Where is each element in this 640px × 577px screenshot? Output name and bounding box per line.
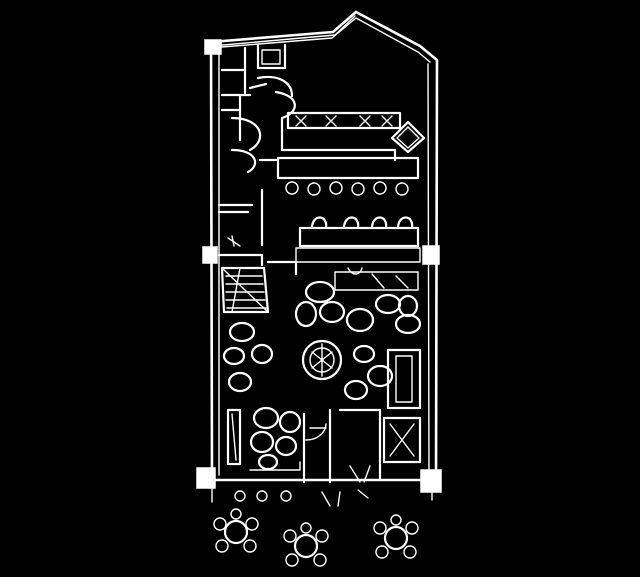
display-counter xyxy=(386,348,422,410)
building-outline xyxy=(209,10,439,482)
front-terrace xyxy=(211,479,433,507)
lower-booth xyxy=(226,406,302,471)
outdoor-tables xyxy=(213,508,419,567)
column-bottom-left xyxy=(196,467,216,489)
structural-columns xyxy=(196,39,442,493)
staircase xyxy=(220,266,270,314)
column-top-left xyxy=(204,39,222,55)
outdoor-table-3 xyxy=(373,514,419,559)
kitchen xyxy=(258,90,426,247)
central-round-table xyxy=(301,339,343,381)
entrance xyxy=(302,408,422,484)
column-mid-left xyxy=(202,246,218,264)
column-bottom-right xyxy=(420,469,442,493)
outdoor-table-2 xyxy=(283,522,329,567)
bar-stools xyxy=(285,181,409,196)
dining-area xyxy=(222,267,422,401)
booth-seating xyxy=(295,216,421,263)
service-rooms xyxy=(220,43,294,174)
outdoor-table-1 xyxy=(213,508,259,553)
column-mid-right xyxy=(422,245,440,265)
partitions xyxy=(217,203,298,276)
